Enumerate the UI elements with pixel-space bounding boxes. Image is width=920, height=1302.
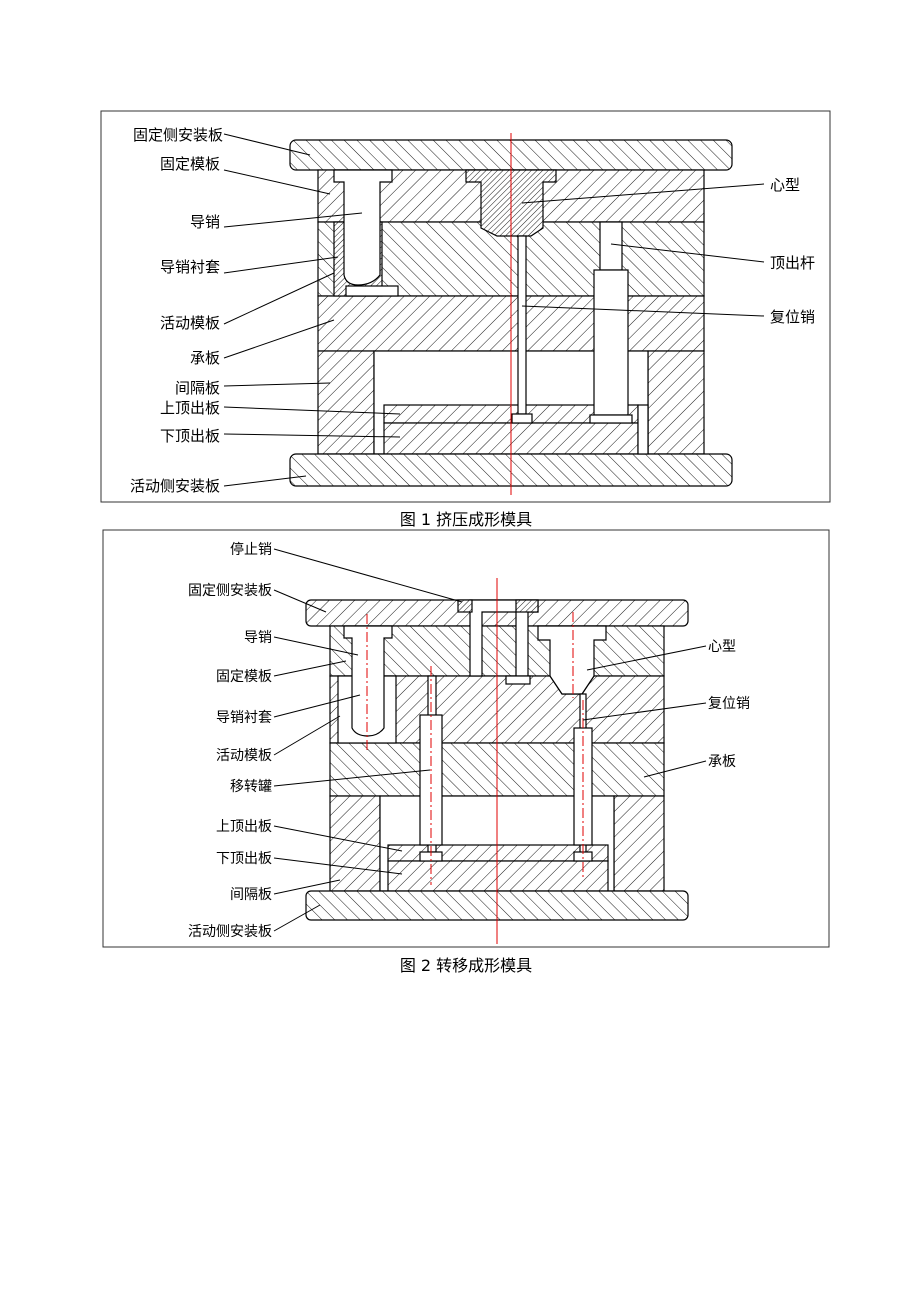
fig1-guide-pin bbox=[333, 169, 393, 286]
fig1-label-return-pin: 复位销 bbox=[770, 308, 815, 326]
fig1-return-pin bbox=[593, 269, 629, 416]
fig2-label-guide-bushing: 导销衬套 bbox=[216, 710, 272, 726]
figure-1-frame bbox=[100, 110, 831, 503]
fig1-label-moving-clamp-plate: 活动侧安装板 bbox=[130, 477, 220, 495]
fig1-label-core: 心型 bbox=[770, 176, 800, 194]
fig1-label-guide-pin: 导销 bbox=[190, 213, 220, 231]
fig2-label-lower-ejector-plate: 下顶出板 bbox=[216, 851, 272, 867]
fig1-label-fixed-mold-plate: 固定模板 bbox=[160, 155, 220, 173]
fig2-spacer-right bbox=[613, 795, 665, 892]
figure-2-frame bbox=[102, 529, 830, 948]
fig1-center-ejector-pin bbox=[517, 235, 527, 415]
fig1-label-spacer-block: 间隔板 bbox=[175, 379, 220, 397]
figure-2: 停止销 固定侧安装板 导销 固定模板 导销衬套 活动模板 移转罐 上顶出板 下顶… bbox=[102, 529, 830, 975]
fig2-label-fixed-clamp-plate: 固定侧安装板 bbox=[188, 583, 272, 599]
fig1-label-guide-bushing: 导销衬套 bbox=[160, 258, 220, 276]
fig1-spacer-left bbox=[317, 350, 375, 455]
fig2-lower-ejector-plate bbox=[387, 860, 609, 892]
fig2-label-core: 心型 bbox=[708, 639, 736, 655]
fig2-label-moving-mold-plate: 活动模板 bbox=[216, 748, 272, 764]
fig2-label-fixed-mold-plate: 固定模板 bbox=[216, 669, 272, 685]
fig2-stop-pin bbox=[457, 599, 473, 613]
fig2-label-guide-pin: 导销 bbox=[244, 630, 272, 646]
fig2-label-stop-pin: 停止销 bbox=[230, 541, 272, 558]
fig2-label-transfer-pot: 移转罐 bbox=[230, 779, 272, 795]
fig2-label-return-pin: 复位销 bbox=[708, 695, 750, 712]
fig1-label-upper-ejector-plate: 上顶出板 bbox=[160, 399, 220, 417]
fig1-label-ejector-pin: 顶出杆 bbox=[770, 254, 815, 272]
fig2-label-moving-clamp-plate: 活动侧安装板 bbox=[188, 924, 272, 940]
figure-2-caption: 图 2 转移成形模具 bbox=[400, 956, 532, 975]
fig1-label-moving-mold-plate: 活动模板 bbox=[160, 314, 220, 332]
fig2-guide-pin bbox=[343, 625, 393, 737]
fig1-label-fixed-clamp-plate: 固定侧安装板 bbox=[133, 126, 223, 144]
fig2-label-spacer-block: 间隔板 bbox=[230, 887, 272, 903]
fig1-spacer-right bbox=[647, 350, 705, 455]
fig1-ejector-pin bbox=[599, 221, 623, 271]
fig1-label-lower-ejector-plate: 下顶出板 bbox=[160, 427, 220, 445]
fig2-label-support-plate: 承板 bbox=[708, 754, 736, 770]
fig1-label-support-plate: 承板 bbox=[190, 349, 220, 367]
figure-1-caption: 图 1 挤压成形模具 bbox=[400, 510, 532, 529]
fig2-label-upper-ejector-plate: 上顶出板 bbox=[216, 819, 272, 835]
fig2-spacer-left bbox=[329, 795, 381, 892]
figure-1: 固定侧安装板 固定模板 导销 导销衬套 活动模板 承板 间隔板 上顶出板 下顶出… bbox=[100, 110, 831, 529]
